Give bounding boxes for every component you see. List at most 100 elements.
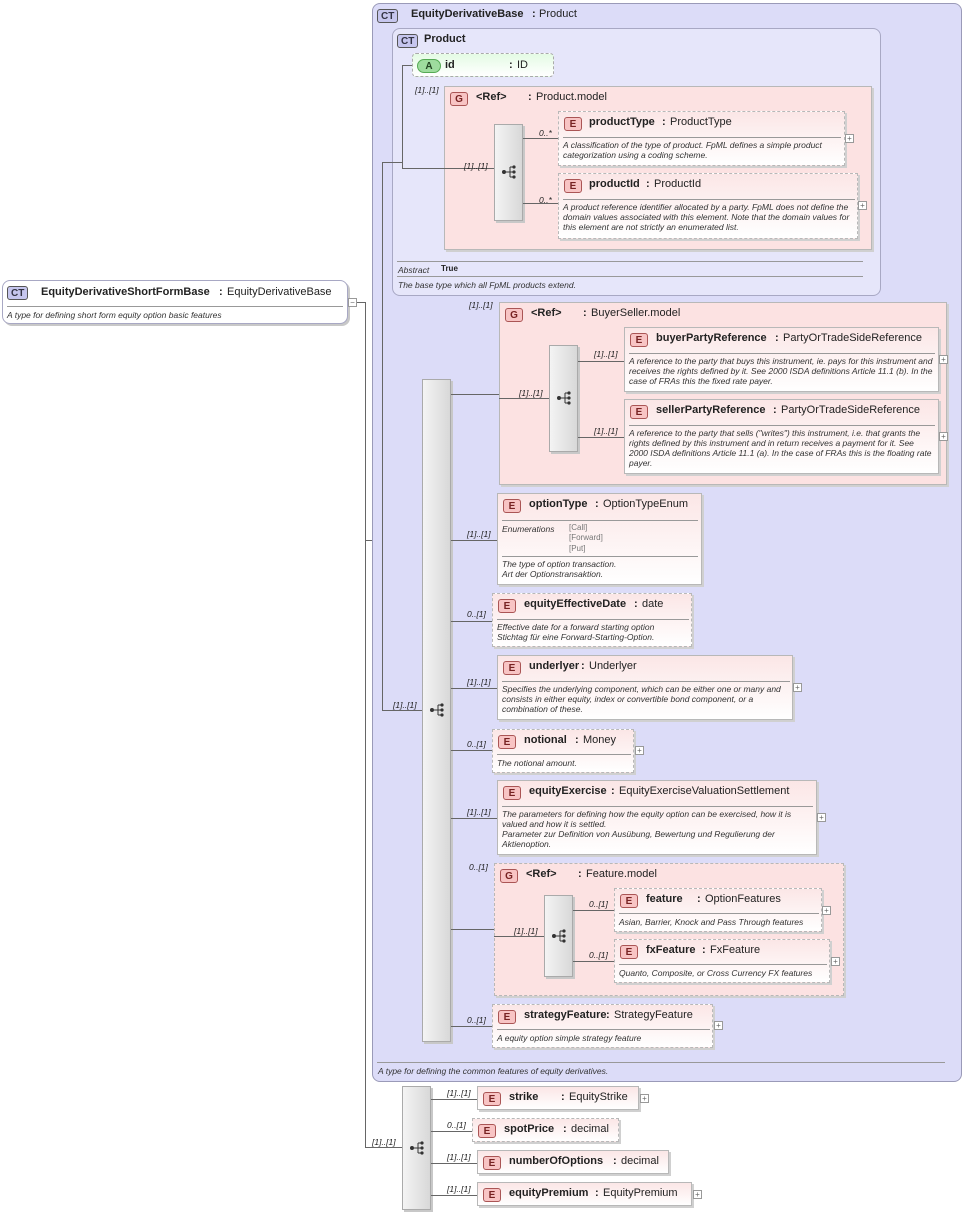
expand-toggle[interactable]: +	[817, 813, 826, 822]
cardinality: 0..[1]	[589, 950, 608, 960]
group-type: BuyerSeller.model	[591, 307, 681, 319]
cardinality: 0..*	[539, 128, 552, 138]
element-equity-effective-date[interactable]: E equityEffectiveDate : date Effective d…	[492, 593, 692, 647]
product-description: The base type which all FpML products ex…	[398, 280, 576, 290]
product-type-name: Product	[424, 33, 466, 45]
element-equity-exercise[interactable]: E equityExercise : EquityExerciseValuati…	[497, 780, 817, 855]
element-strategy-feature[interactable]: E strategyFeature : StrategyFeature A eq…	[492, 1004, 713, 1048]
element-type: StrategyFeature	[614, 1009, 693, 1021]
expand-toggle[interactable]: +	[793, 683, 802, 692]
left-type-description: A type for defining short form equity op…	[7, 310, 222, 320]
element-name: spotPrice	[504, 1123, 555, 1135]
element-icon: E	[498, 1010, 516, 1024]
element-feature[interactable]: E feature : OptionFeatures Asian, Barrie…	[614, 888, 822, 932]
element-product-id[interactable]: E productId : ProductId A product refere…	[558, 173, 858, 239]
left-type-base: EquityDerivativeBase	[227, 286, 332, 298]
cardinality: [1]..[1]	[514, 926, 538, 936]
enum-forward: [Forward]	[569, 533, 603, 542]
expand-toggle[interactable]: +	[858, 201, 867, 210]
element-name: strategyFeature	[524, 1009, 607, 1021]
element-icon: E	[498, 735, 516, 749]
expand-toggle[interactable]: +	[635, 746, 644, 755]
collapse-toggle[interactable]: −	[348, 298, 357, 307]
expand-toggle[interactable]: +	[714, 1021, 723, 1030]
group-icon: G	[505, 308, 523, 322]
cardinality: 0..*	[539, 195, 552, 205]
element-description: Quanto, Composite, or Cross Currency FX …	[619, 968, 813, 978]
element-type: ProductType	[670, 116, 732, 128]
element-colon: :	[595, 498, 599, 510]
cardinality: [1]..[1]	[467, 807, 491, 817]
element-equity-premium[interactable]: E equityPremium : EquityPremium	[477, 1182, 692, 1206]
complex-type-icon: CT	[7, 286, 29, 300]
element-product-type[interactable]: E productType : ProductType A classifica…	[558, 111, 845, 166]
group-ref: <Ref>	[531, 307, 562, 319]
expand-toggle[interactable]: +	[822, 906, 831, 915]
cardinality: [1]..[1]	[464, 161, 488, 171]
element-description: A equity option simple strategy feature	[497, 1033, 642, 1043]
element-colon: :	[575, 734, 579, 746]
element-notional[interactable]: E notional : Money The notional amount.	[492, 729, 634, 773]
element-spot-price[interactable]: E spotPrice : decimal	[472, 1118, 619, 1142]
attribute-icon: A	[417, 59, 441, 73]
expand-toggle[interactable]: +	[831, 957, 840, 966]
element-option-type[interactable]: E optionType : OptionTypeEnum Enumeratio…	[497, 493, 702, 585]
expand-toggle[interactable]: +	[939, 432, 948, 441]
element-seller-party-reference[interactable]: E sellerPartyReference : PartyOrTradeSid…	[624, 399, 939, 474]
cardinality: [1]..[1]	[447, 1152, 471, 1162]
enum-call: [Call]	[569, 523, 588, 532]
cardinality: 0..[1]	[467, 609, 486, 619]
element-strike[interactable]: E strike : EquityStrike	[477, 1086, 639, 1110]
cardinality: [1]..[1]	[467, 529, 491, 539]
sequence-icon	[410, 1141, 424, 1155]
element-icon: E	[483, 1092, 501, 1106]
outer-type-name: EquityDerivativeBase	[411, 8, 524, 20]
element-type: ProductId	[654, 178, 702, 190]
element-type: Underlyer	[589, 660, 637, 672]
complex-type-icon: CT	[397, 34, 419, 48]
element-type: PartyOrTradeSideReference	[781, 404, 920, 416]
element-name: fxFeature	[646, 944, 696, 956]
cardinality: [1]..[1]	[393, 700, 417, 710]
element-description: A reference to the party that buys this …	[629, 356, 933, 386]
group-type: Feature.model	[586, 868, 657, 880]
group-colon: :	[528, 91, 532, 103]
element-buyer-party-reference[interactable]: E buyerPartyReference : PartyOrTradeSide…	[624, 327, 939, 392]
element-name: buyerPartyReference	[656, 332, 767, 344]
element-number-of-options[interactable]: E numberOfOptions : decimal	[477, 1150, 669, 1174]
expand-toggle[interactable]: +	[640, 1094, 649, 1103]
expand-toggle[interactable]: +	[693, 1190, 702, 1199]
expand-toggle[interactable]: +	[845, 134, 854, 143]
cardinality: 0..[1]	[467, 739, 486, 749]
enum-put: [Put]	[569, 544, 586, 553]
extension-sequence-box[interactable]	[402, 1086, 431, 1210]
group-type: Product.model	[536, 91, 607, 103]
attribute-id[interactable]: A id : ID	[412, 53, 554, 77]
element-type: date	[642, 598, 664, 610]
element-icon: E	[503, 786, 521, 800]
element-description: Specifies the underlying component, whic…	[502, 684, 781, 714]
element-name: sellerPartyReference	[656, 404, 766, 416]
element-icon: E	[498, 599, 516, 613]
element-fx-feature[interactable]: E fxFeature : FxFeature Quanto, Composit…	[614, 939, 830, 983]
group-icon: G	[500, 869, 518, 883]
group-ref: <Ref>	[526, 868, 557, 880]
cardinality: [1]..[1]	[447, 1088, 471, 1098]
element-icon: E	[503, 499, 521, 513]
element-icon: E	[630, 333, 648, 347]
abstract-label: Abstract	[398, 265, 430, 275]
element-description: The type of option transaction. Art der …	[502, 559, 617, 579]
group-colon: :	[578, 868, 582, 880]
cardinality: [1]..[1]	[372, 1137, 396, 1147]
element-icon: E	[620, 894, 638, 908]
enumerations-label: Enumerations	[502, 524, 555, 534]
sequence-icon	[557, 391, 571, 405]
outer-type-description: A type for defining the common features …	[378, 1066, 609, 1076]
left-complex-type[interactable]: CT EquityDerivativeShortFormBase : Equit…	[2, 280, 348, 324]
element-colon: :	[595, 1187, 599, 1199]
element-underlyer[interactable]: E underlyer : Underlyer Specifies the un…	[497, 655, 793, 720]
element-name: strike	[509, 1091, 539, 1103]
element-icon: E	[564, 179, 582, 193]
left-type-name: EquityDerivativeShortFormBase	[41, 286, 210, 298]
expand-toggle[interactable]: +	[939, 355, 948, 364]
